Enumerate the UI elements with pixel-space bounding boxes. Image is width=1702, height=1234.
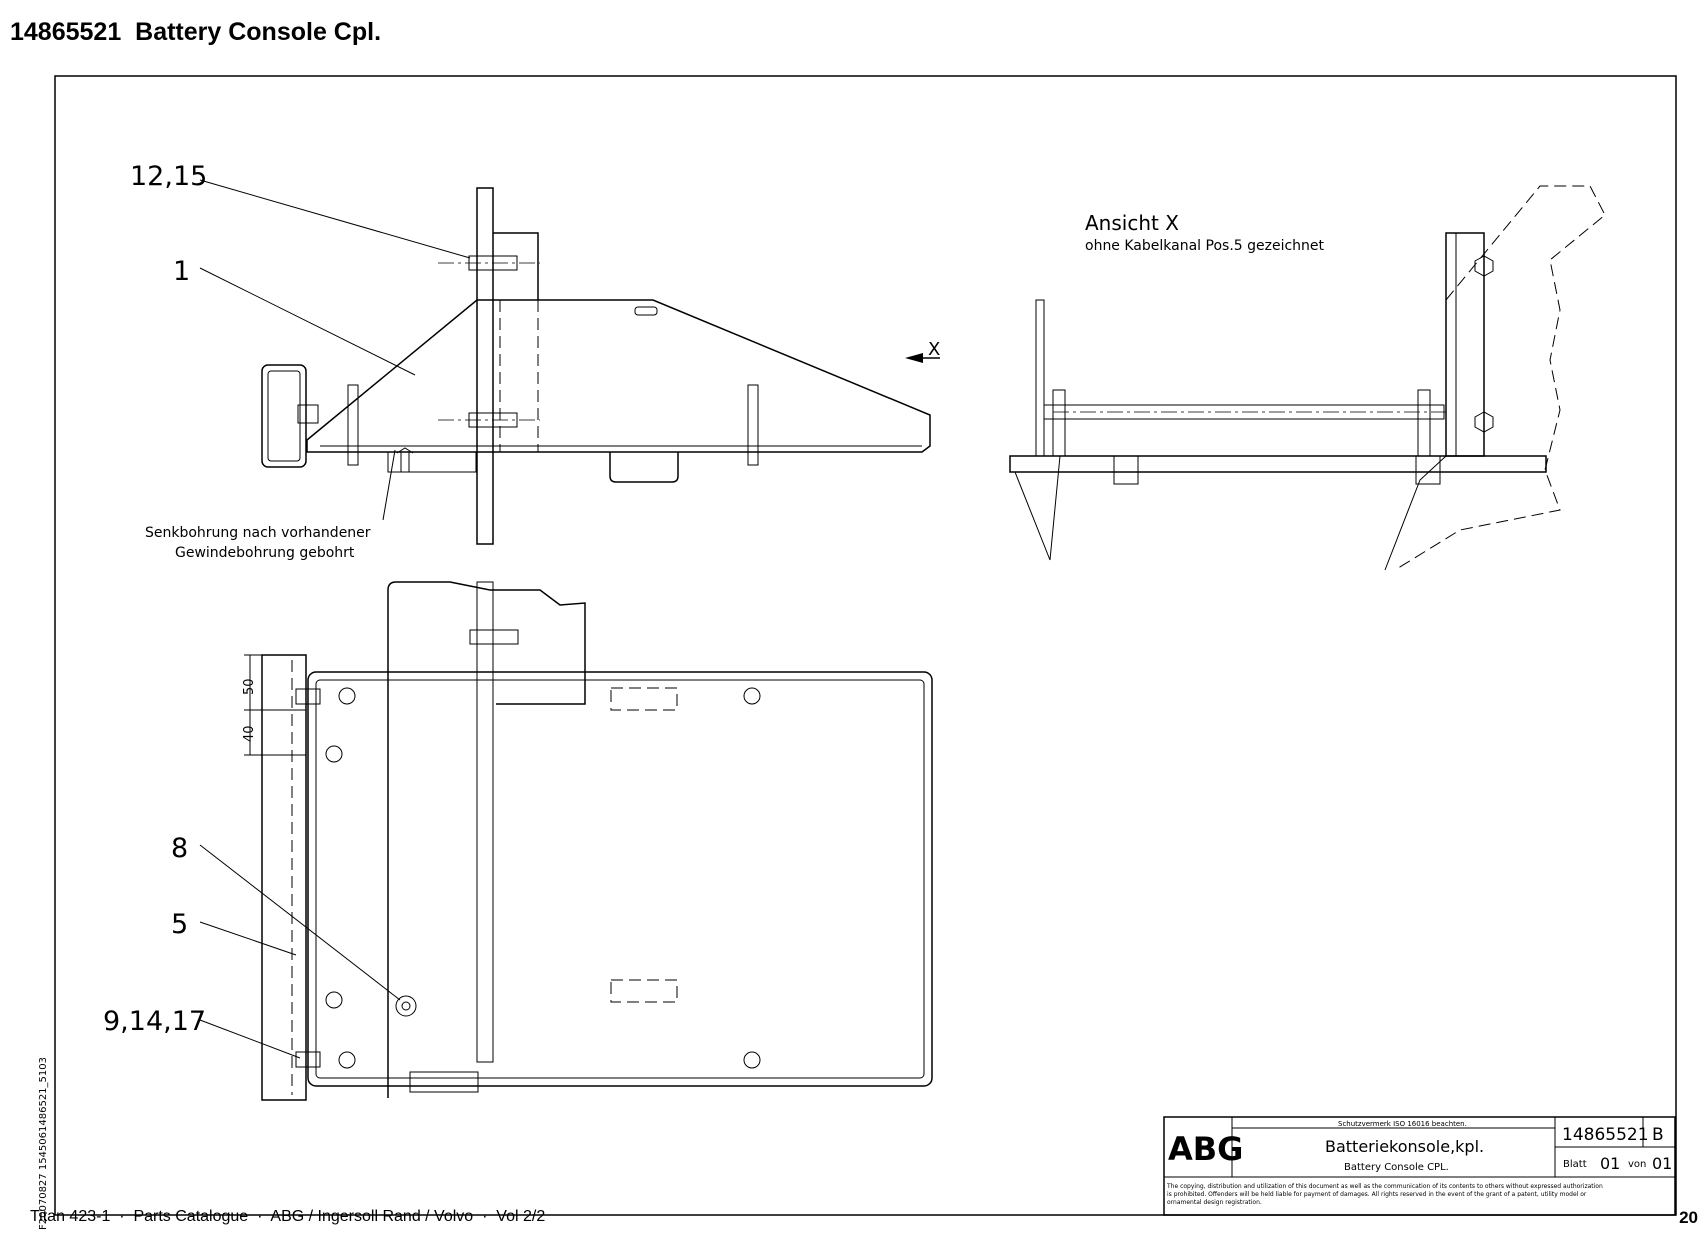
page-title: 14865521 Battery Console Cpl.: [10, 18, 381, 47]
title-block: ABG Schutzvermerk ISO 16016 beachten. Ba…: [1163, 1116, 1676, 1216]
sheet-total: 01: [1652, 1154, 1672, 1173]
callout-8: 8: [171, 833, 188, 864]
of-label: von: [1628, 1159, 1646, 1170]
view-x-title: Ansicht X: [1085, 211, 1179, 235]
drawing-frame: [54, 75, 1677, 1216]
callout-5: 5: [171, 909, 188, 940]
side-reference-code: F20070827 1545061486521_5103: [38, 1057, 49, 1230]
abg-logo: ABG: [1168, 1130, 1243, 1168]
top-view: 50 40: [242, 581, 933, 1101]
revision-letter: B: [1652, 1125, 1664, 1145]
sheet-label: Blatt: [1563, 1159, 1587, 1170]
part-title: Battery Console Cpl.: [135, 18, 382, 46]
part-number: 14865521: [10, 18, 122, 46]
view-x-note: ohne Kabelkanal Pos.5 gezeichnet: [1085, 238, 1325, 254]
note-line-2: Gewindebohrung gebohrt: [175, 545, 355, 561]
side-view: X: [261, 187, 940, 545]
view-arrow-label: X: [928, 339, 940, 360]
title-english: Battery Console CPL.: [1344, 1162, 1449, 1173]
callout-9-14-17: 9,14,17: [103, 1006, 206, 1037]
dimension-40: 40: [242, 725, 257, 742]
drawing-number: 14865521: [1562, 1125, 1649, 1145]
dimension-50: 50: [242, 678, 257, 695]
copyright-line-1: The copying, distribution and utilizatio…: [1166, 1183, 1603, 1190]
callout-1: 1: [173, 256, 190, 287]
page-footer: Titan 423-1 · Parts Catalogue · ABG / In…: [30, 1208, 546, 1225]
copyright-line-2: is prohibited. Offenders will be held li…: [1167, 1191, 1587, 1198]
note-line-1: Senkbohrung nach vorhandener: [145, 525, 371, 541]
title-german: Batteriekonsole,kpl.: [1325, 1137, 1484, 1156]
page-number: 20: [1679, 1208, 1698, 1227]
sheet-number: 01: [1600, 1154, 1620, 1173]
copyright-line-3: ornamental design registration.: [1167, 1199, 1262, 1206]
protection-notice: Schutzvermerk ISO 16016 beachten.: [1338, 1120, 1467, 1128]
callout-12-15: 12,15: [130, 161, 207, 192]
view-x: Ansicht X ohne Kabelkanal Pos.5 gezeichn…: [1009, 185, 1606, 571]
